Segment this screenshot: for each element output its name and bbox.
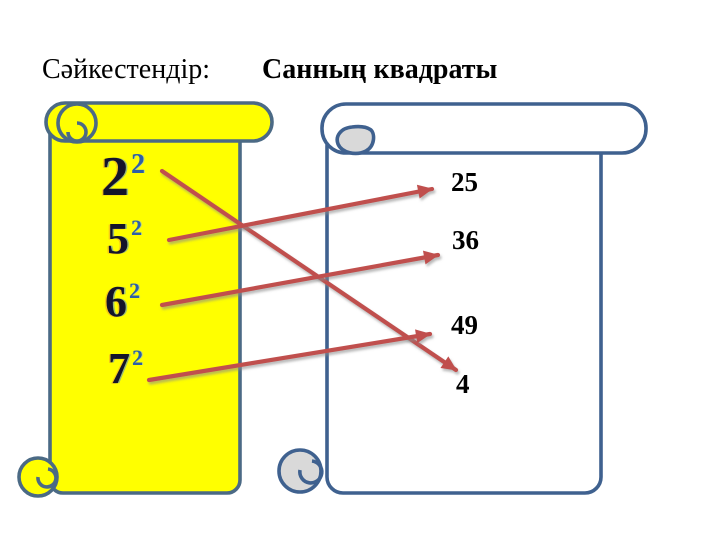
base-number: 5 [107, 214, 129, 263]
base-number: 2 [101, 146, 129, 208]
right-item-4[interactable]: 4 [456, 369, 470, 399]
yellow-scroll-shape [17, 101, 274, 498]
right-item-25[interactable]: 25 [451, 167, 478, 197]
arrow-7sq-to-49 [146, 329, 433, 383]
left-item-6-squared[interactable]: 62 [105, 280, 140, 324]
yellow-scroll-top-curl-hook [66, 121, 88, 143]
connector-arrows [146, 168, 459, 383]
arrow-5sq-to-25 [166, 184, 435, 243]
right-item-49[interactable]: 49 [451, 310, 478, 340]
yellow-scroll-body [48, 120, 242, 495]
white-scroll-roll [320, 102, 648, 155]
exponent: 2 [129, 278, 140, 304]
arrow-6sq-to-36 [159, 250, 441, 308]
right-item-36[interactable]: 36 [452, 225, 479, 255]
left-item-5-squared[interactable]: 52 [107, 217, 142, 261]
yellow-scroll-bottom-curl-hook [36, 467, 58, 489]
yellow-scroll-roll [44, 101, 274, 143]
exponent: 2 [132, 345, 143, 371]
exponent: 2 [131, 148, 145, 180]
slide-prompt: Сәйкестендір: [42, 54, 210, 85]
left-item-7-squared[interactable]: 72 [108, 347, 143, 391]
base-number: 7 [108, 344, 130, 393]
white-scroll-top-curl [335, 124, 376, 156]
exponent: 2 [131, 215, 142, 241]
white-scroll-bottom-curl-hook [298, 459, 324, 485]
slide-heading: Санның квадраты [262, 54, 498, 85]
left-item-2-squared[interactable]: 22 [101, 149, 145, 205]
white-scroll-shape [277, 102, 648, 495]
base-number: 6 [105, 277, 127, 326]
